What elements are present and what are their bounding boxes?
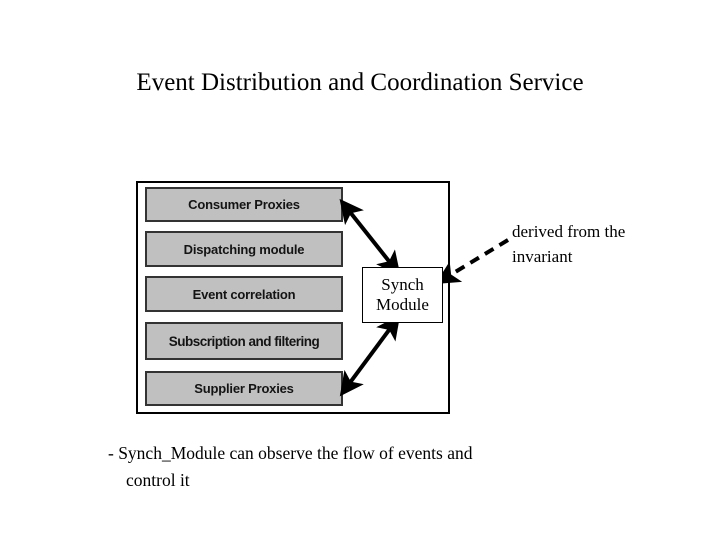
layer-label: Consumer Proxies xyxy=(188,197,300,212)
synch-module-label-line1: Synch xyxy=(381,275,424,294)
annotation-derived-from-invariant: derived from the invariant xyxy=(512,219,702,269)
synch-module-box[interactable]: Synch Module xyxy=(362,267,443,323)
layer-label: Dispatching module xyxy=(183,241,305,257)
page-title: Event Distribution and Coordination Serv… xyxy=(136,69,584,96)
layer-box-consumer-proxies[interactable]: Consumer Proxies xyxy=(145,187,343,222)
synch-module-label-line2: Module xyxy=(376,295,429,314)
annotation-line-1: derived from the xyxy=(512,222,626,241)
bottom-caption: - Synch_Module can observe the flow of e… xyxy=(108,440,668,494)
layer-label: Event correlation xyxy=(192,286,296,302)
layer-box-subscription-and-filtering[interactable]: Subscription and filtering xyxy=(145,322,343,360)
connector-derived-from-invariant-callout xyxy=(435,238,510,285)
annotation-line-2: invariant xyxy=(512,247,573,266)
layer-label: Subscription and filtering xyxy=(168,333,320,349)
layer-label: Supplier Proxies xyxy=(194,381,294,396)
layer-box-supplier-proxies[interactable]: Supplier Proxies xyxy=(145,371,343,406)
caption-line-2: control it xyxy=(126,470,190,490)
caption-line-1: - Synch_Module can observe the flow of e… xyxy=(108,443,473,463)
layer-box-dispatching-module[interactable]: Dispatching module xyxy=(145,231,343,267)
layer-box-event-correlation[interactable]: Event correlation xyxy=(145,276,343,312)
